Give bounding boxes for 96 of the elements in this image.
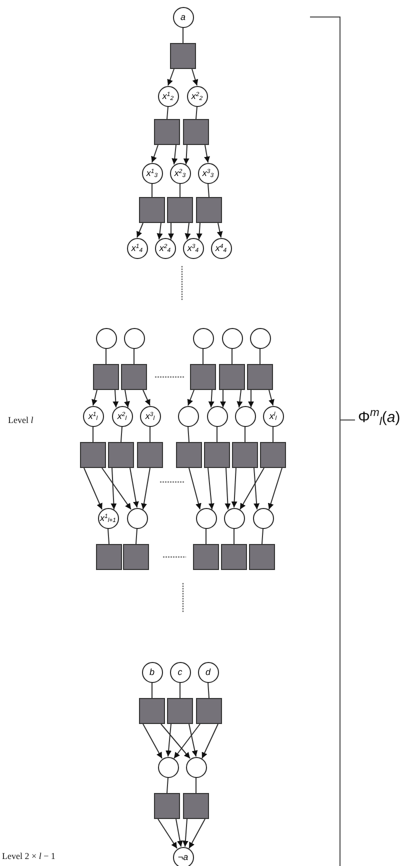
arrow [202, 724, 218, 759]
factor-square [196, 698, 222, 724]
factor-square [232, 442, 258, 468]
arrow [204, 144, 210, 163]
factor-square [196, 197, 222, 223]
factor-square [167, 698, 193, 724]
factor-square [170, 43, 196, 69]
level-label: Level l [8, 414, 34, 427]
factor-square [167, 197, 193, 223]
arrow [130, 468, 139, 508]
arrow [268, 468, 282, 510]
factor-square [204, 442, 230, 468]
connector-line [108, 528, 110, 544]
factor-square [249, 544, 275, 570]
arrow [187, 390, 194, 406]
factor-square [139, 197, 165, 223]
connector-line [120, 426, 122, 442]
factor-square [121, 364, 147, 390]
connector-line [166, 106, 168, 120]
connector-line [188, 426, 190, 442]
arrow [156, 222, 163, 240]
factor-square [183, 119, 209, 145]
arrow [172, 144, 178, 165]
arrow [196, 222, 202, 240]
arrow [141, 468, 150, 510]
arrow [216, 222, 223, 238]
variable-label: d [205, 668, 210, 676]
factor-square [139, 698, 165, 724]
arrow [102, 468, 132, 510]
arrow [188, 724, 198, 757]
arrow [160, 724, 190, 759]
arrow [220, 390, 226, 408]
level-label: Level 2 × l − 1 [2, 850, 56, 863]
arrow [236, 390, 243, 408]
factor-square [260, 442, 286, 468]
arrow [231, 468, 238, 508]
connector-line [272, 426, 274, 442]
connector-line [262, 528, 264, 544]
arrow [136, 222, 144, 238]
arrow [188, 468, 202, 510]
connector-line [202, 348, 204, 364]
arrow [248, 390, 254, 408]
connector-line [166, 777, 168, 794]
arrow [168, 222, 174, 240]
factor-square [221, 544, 247, 570]
factor-square [80, 442, 106, 468]
factor-square [154, 119, 180, 145]
arrow [84, 468, 102, 510]
connector-line [208, 682, 210, 698]
variable-label: c [178, 668, 182, 676]
connector-line [92, 426, 94, 442]
variable-label: b [149, 668, 154, 676]
arrow [208, 390, 214, 408]
connector-line [244, 426, 246, 442]
factor-square [193, 544, 219, 570]
arrow [208, 468, 214, 510]
arrow [158, 818, 178, 849]
factor-square [190, 364, 216, 390]
arrow [142, 724, 162, 759]
arrow [151, 144, 158, 163]
arrow [142, 390, 150, 406]
factor-square [247, 364, 273, 390]
arrow [167, 68, 174, 86]
arrow [174, 724, 200, 759]
factor-square [123, 544, 149, 570]
arrow [166, 724, 172, 757]
connector-line [196, 106, 198, 120]
connector-line [216, 426, 218, 442]
factor-square [108, 442, 134, 468]
connector-line [208, 183, 210, 198]
arrow [182, 818, 188, 848]
arrow [176, 818, 183, 848]
arrow [192, 68, 198, 86]
arrow [112, 390, 119, 408]
variable-label: ¬a [178, 852, 188, 862]
arrow [184, 222, 191, 240]
factor-square [137, 442, 163, 468]
connector-line [182, 27, 184, 44]
arrow [124, 390, 130, 408]
factor-square [93, 364, 119, 390]
factor-square [176, 442, 202, 468]
factor-square [183, 793, 209, 819]
arrow [268, 390, 274, 406]
connector-line [136, 528, 138, 544]
variable-label: a [180, 12, 186, 22]
arrow [224, 468, 231, 510]
formula-label: Φ$^{m}$$_{l}$(a) [358, 407, 400, 430]
arrow [92, 390, 98, 406]
factor-square [96, 544, 122, 570]
arrow [254, 468, 260, 510]
factor-square [154, 793, 180, 819]
arrow [110, 468, 117, 510]
factor-square [219, 364, 245, 390]
arrow [183, 144, 190, 165]
arrow [188, 818, 206, 849]
arrow [240, 468, 264, 510]
